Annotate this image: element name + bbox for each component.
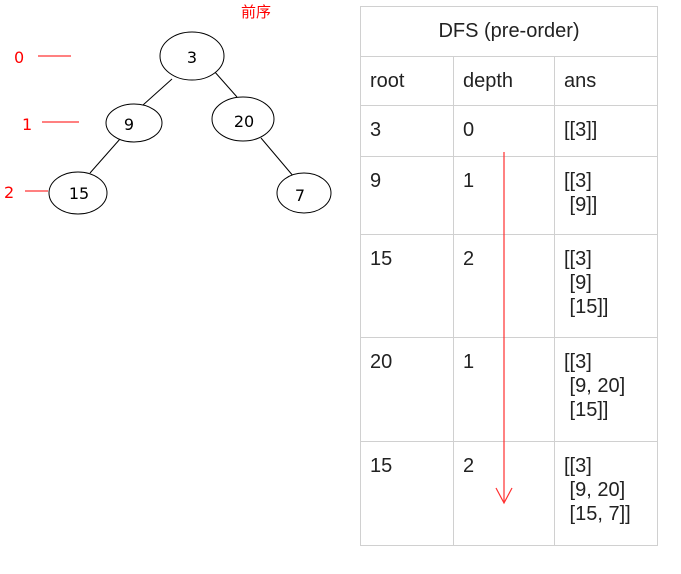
level-marker-1: 1 [22,115,79,134]
tree-node-value: 9 [124,115,134,134]
tree-edge-3-20 [213,70,238,98]
ans-line: [[3] [564,170,592,192]
table-row: 15 2 [[3] [9, 20] [15, 7]] [360,441,659,546]
tree-edge-9-15 [89,138,121,174]
level-label-0: 0 [14,48,24,67]
cell-depth: 0 [453,105,555,157]
tree-node-value: 7 [295,186,305,205]
cell-depth: 1 [453,156,555,235]
root-value: 15 [370,455,393,477]
cell-ans: [[3] [9] [15]] [553,234,659,338]
depth-value: 1 [463,351,475,373]
depth-value: 2 [463,455,475,477]
cell-ans: [[3] [9]] [553,156,659,235]
depth-value: 2 [463,248,475,270]
depth-value: 1 [463,170,475,192]
tree-title: 前序 [241,3,271,21]
cell-ans: [[3] [9, 20] [15]] [553,337,659,442]
tree-node-value: 15 [69,184,89,203]
table-row: 9 1 [[3] [9]] [360,156,659,235]
cell-ans: [[3]] [553,105,659,157]
tree-edge-3-9 [142,78,173,106]
table-row: 3 0 [[3]] [360,105,659,157]
header-ans: ans [553,56,659,106]
dfs-trace-table: DFS (pre-order) root depth ans 3 0 [[3]]… [359,6,659,546]
tree-node-7: 7 [276,172,332,214]
cell-depth: 2 [453,441,555,546]
root-value: 3 [370,119,382,141]
cell-root: 20 [360,337,454,442]
level-label-2: 2 [4,183,14,202]
ans-line: [15, 7]] [564,503,631,525]
ans-line: [[3] [564,455,592,477]
ans-line: [9, 20] [564,479,626,501]
level-marker-2: 2 [4,183,48,202]
root-value: 9 [370,170,382,192]
root-value: 15 [370,248,393,270]
ans-line: [[3] [564,248,592,270]
table-header-row: root depth ans [360,56,659,106]
cell-root: 15 [360,234,454,338]
cell-root: 3 [360,105,454,157]
table-row: 15 2 [[3] [9] [15]] [360,234,659,338]
table-row: 20 1 [[3] [9, 20] [15]] [360,337,659,442]
header-root: root [360,56,454,106]
root-value: 20 [370,351,393,373]
table-title: DFS (pre-order) [359,6,659,57]
header-depth: depth [453,56,555,106]
ans-line: [15]] [564,296,609,318]
ans-line: [9, 20] [564,375,626,397]
depth-value: 0 [463,119,475,141]
tree-edge-20-7 [260,137,295,178]
tree-node-3: 3 [159,31,225,81]
cell-root: 9 [360,156,454,235]
tree-node-15: 15 [48,171,108,215]
tree-node-9: 9 [105,103,163,143]
cell-depth: 1 [453,337,555,442]
ans-line: [9]] [564,194,598,216]
ans-line: [9] [564,272,592,294]
tree-node-20: 20 [211,96,275,142]
ans-line: [15]] [564,399,609,421]
tree-node-value: 20 [234,112,254,131]
ans-line: [[3]] [564,119,598,141]
cell-root: 15 [360,441,454,546]
cell-ans: [[3] [9, 20] [15, 7]] [553,441,659,546]
ans-line: [[3] [564,351,592,373]
level-marker-0: 0 [14,48,71,67]
cell-depth: 2 [453,234,555,338]
level-label-1: 1 [22,115,32,134]
tree-node-value: 3 [187,48,197,67]
table-title-row: DFS (pre-order) [359,6,659,57]
